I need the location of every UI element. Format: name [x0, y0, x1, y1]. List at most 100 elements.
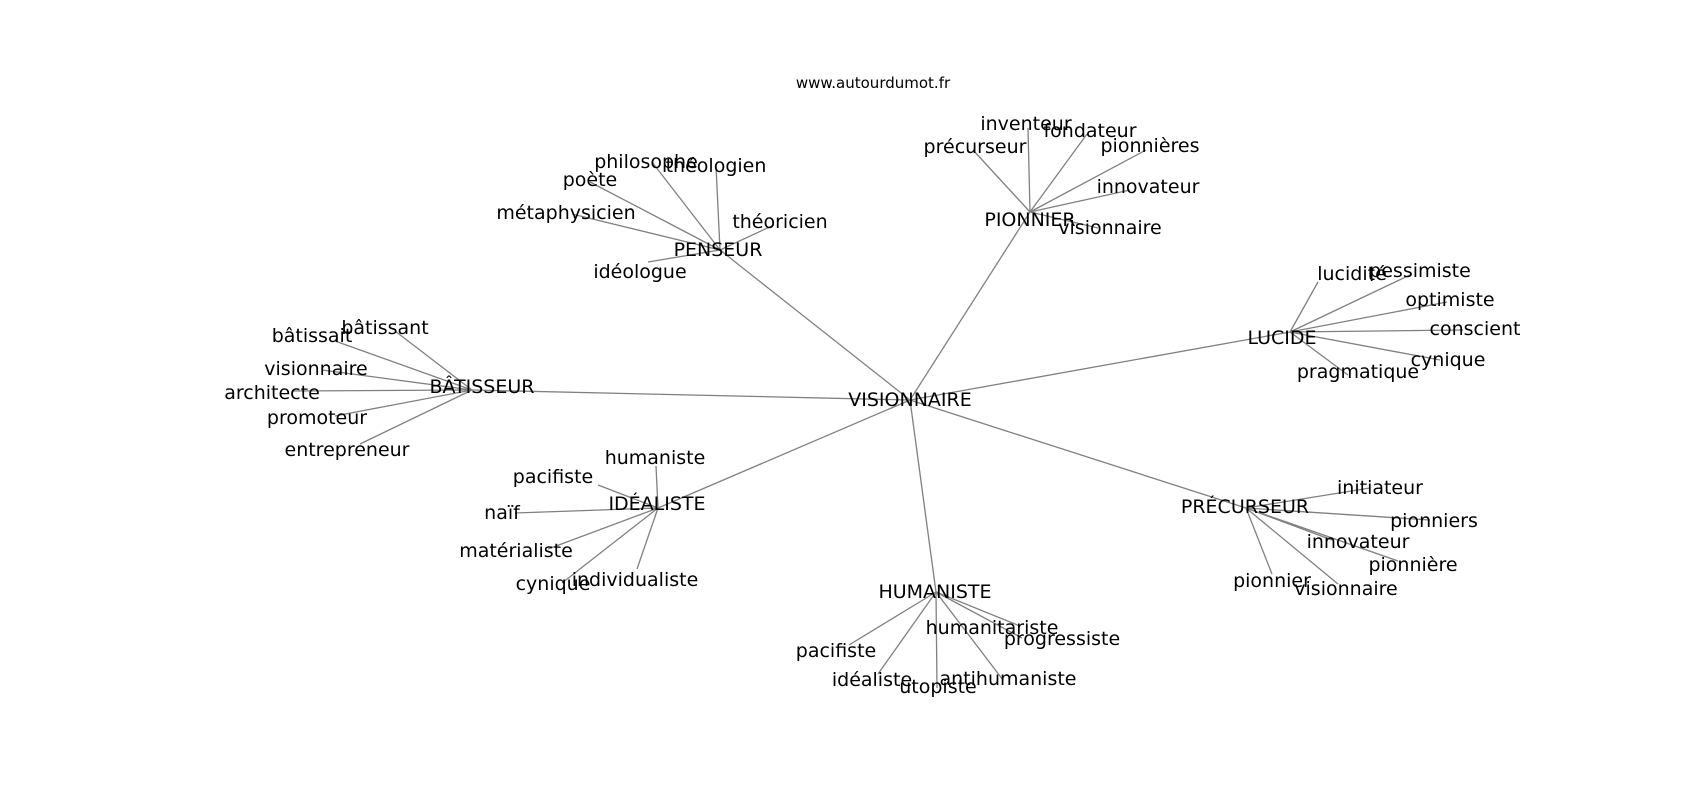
leaf-word-label: théologien	[666, 155, 767, 177]
hub-to-word-edge	[1029, 189, 1131, 213]
hub-to-word-edge	[597, 484, 659, 509]
hub-to-word-edge	[334, 389, 473, 417]
hub-to-word-edge	[935, 591, 1023, 639]
leaf-word-label: matérialiste	[459, 540, 573, 562]
leaf-word-label: pionniers	[1390, 510, 1478, 532]
hub-to-word-edge	[1027, 127, 1031, 213]
hub-to-word-edge	[935, 591, 1004, 681]
hub-to-word-edge	[1289, 331, 1441, 361]
hub-to-word-edge	[514, 507, 659, 514]
hub-to-word-edge	[359, 389, 473, 445]
hub-node-label: LUCIDE	[1247, 327, 1316, 349]
leaf-word-label: optimiste	[1405, 289, 1494, 311]
hub-to-word-edge	[1289, 281, 1319, 333]
leaf-word-label: idéologue	[593, 261, 686, 283]
hub-to-word-edge	[1289, 301, 1448, 333]
hub-to-word-edge	[1245, 507, 1399, 562]
edges	[291, 127, 1464, 689]
hub-to-word-edge	[719, 224, 775, 251]
leaf-word-label: cynique	[516, 573, 591, 595]
center-to-hub-edge	[471, 389, 911, 401]
leaf-word-label: métaphysicien	[496, 202, 635, 224]
leaf-word-label: cynique	[1411, 349, 1486, 371]
leaf-word-label: innovateur	[1097, 176, 1200, 198]
leaf-word-label: progressiste	[1004, 628, 1120, 650]
hub-to-word-edge	[972, 149, 1031, 213]
labels: www.autourdumot.fr VISIONNAIRE PENSEUR ph…	[224, 74, 1520, 698]
leaf-word-label: théoricien	[732, 211, 827, 233]
hub-to-word-edge	[1245, 487, 1371, 509]
center-to-hub-edge	[909, 399, 1247, 509]
hub-node-label: HUMANISTE	[878, 581, 991, 603]
leaf-word-label: humaniste	[605, 447, 706, 469]
leaf-word-label: pragmatique	[1297, 361, 1419, 383]
leaf-word-label: conscient	[1430, 318, 1521, 340]
leaf-word-label: antihumaniste	[939, 668, 1076, 690]
leaf-word-label: visionnaire	[1058, 217, 1161, 239]
hub-to-word-edge	[877, 591, 937, 675]
leaf-word-label: visionnaire	[264, 358, 367, 380]
leaf-word-label: pionnières	[1101, 135, 1200, 157]
hub-to-word-edge	[1289, 329, 1464, 333]
center-to-hub-edge	[719, 249, 911, 401]
hub-to-word-edge	[1245, 507, 1273, 575]
leaf-word-label: initiateur	[1337, 477, 1423, 499]
leaf-word-label: bâtissait	[272, 325, 353, 347]
hub-to-word-edge	[1289, 273, 1413, 333]
hub-to-word-edge	[1029, 211, 1099, 229]
hub-to-word-edge	[647, 249, 721, 263]
hub-to-word-edge	[655, 465, 659, 509]
hub-to-word-edge	[334, 340, 473, 391]
source-watermark: www.autourdumot.fr	[796, 74, 951, 92]
hub-to-word-edge	[1245, 507, 1431, 521]
leaf-word-label: précurseur	[924, 136, 1027, 158]
leaf-word-label: pessimiste	[1369, 260, 1471, 282]
leaf-word-label: humanitariste	[926, 617, 1059, 639]
hub-to-word-edge	[1245, 507, 1339, 585]
hub-to-word-edge	[1289, 331, 1349, 376]
hub-to-word-edge	[589, 181, 721, 251]
hub-to-word-edge	[935, 591, 938, 689]
leaf-word-label: utopiste	[899, 676, 977, 698]
hub-to-word-edge	[547, 507, 659, 550]
center-node-label: VISIONNAIRE	[848, 389, 971, 411]
leaf-word-label: visionnaire	[1294, 578, 1397, 600]
leaf-word-label: pacifiste	[796, 640, 876, 662]
hub-node-label: PRÉCURSEUR	[1181, 495, 1309, 518]
hub-to-word-edge	[1029, 149, 1147, 213]
hub-to-word-edge	[636, 507, 659, 570]
leaf-word-label: naïf	[484, 502, 521, 524]
center-to-hub-edge	[657, 399, 911, 509]
hub-to-word-edge	[848, 591, 937, 646]
hub-to-word-edge	[394, 330, 473, 391]
leaf-word-label: pacifiste	[513, 466, 593, 488]
hub-to-word-edge	[1029, 133, 1088, 213]
hub-to-word-edge	[291, 389, 473, 392]
leaf-word-label: innovateur	[1307, 531, 1410, 553]
hub-node-label: PENSEUR	[674, 239, 763, 261]
hub-to-word-edge	[935, 591, 1021, 627]
hub-to-word-edge	[321, 369, 473, 391]
leaf-word-label: architecte	[224, 382, 320, 404]
hub-to-word-edge	[561, 507, 659, 584]
hub-to-word-edge	[571, 213, 721, 251]
leaf-word-label: promoteur	[267, 407, 367, 429]
hub-to-word-edge	[715, 165, 721, 251]
leaf-word-label: lucidité	[1317, 263, 1387, 285]
leaf-word-label: pionnière	[1368, 554, 1457, 576]
leaf-word-label: bâtissant	[341, 317, 428, 339]
hub-node-label: PIONNIER	[984, 209, 1075, 231]
center-to-hub-edge	[909, 211, 1031, 401]
hub-node-label: IDÉALISTE	[608, 492, 705, 515]
leaf-word-label: idéaliste	[832, 669, 912, 691]
leaf-word-label: poète	[563, 169, 618, 191]
hub-node-label: BÂTISSEUR	[429, 375, 534, 398]
leaf-word-label: individualiste	[572, 569, 699, 591]
center-to-hub-edge	[909, 399, 937, 593]
leaf-word-label: pionnier	[1233, 570, 1311, 592]
leaf-word-label: entrepreneur	[285, 439, 410, 461]
leaf-word-label: philosophe	[594, 151, 698, 173]
leaf-word-label: inventeur	[980, 113, 1071, 135]
center-to-hub-edge	[909, 331, 1291, 401]
